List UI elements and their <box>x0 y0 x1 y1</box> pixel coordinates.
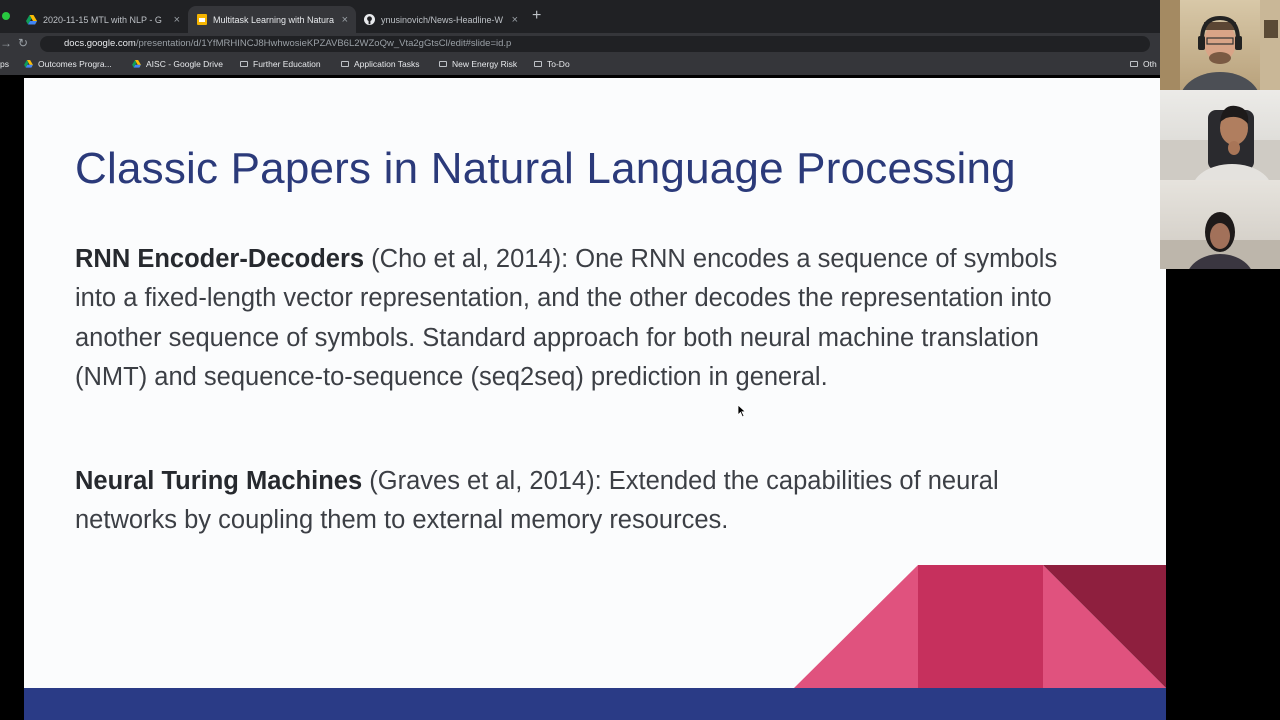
bookmark-label: Outcomes Progra... <box>38 59 112 69</box>
window-zoom-button[interactable] <box>2 12 10 20</box>
tab-mtl-with-nlp[interactable]: 2020-11-15 MTL with NLP - G × <box>18 6 188 33</box>
github-icon <box>364 14 375 25</box>
participant-2-image <box>1160 105 1280 180</box>
folder-icon <box>341 61 349 67</box>
tab-title: 2020-11-15 MTL with NLP - G <box>43 14 162 25</box>
folder-icon <box>534 61 542 67</box>
mouse-cursor-icon <box>738 405 746 417</box>
paragraph-body: (Cho et al, 2014): One RNN encodes a seq… <box>75 245 1058 391</box>
close-tab-icon[interactable]: × <box>511 13 518 26</box>
bookmark-label: Further Education <box>253 59 321 69</box>
bookmark-application-tasks[interactable]: Application Tasks <box>341 59 420 69</box>
bookmark-label: To-Do <box>547 59 570 69</box>
reload-icon[interactable]: ↻ <box>18 36 29 50</box>
bookmark-label: Oth <box>1143 59 1157 69</box>
url-host: docs.google.com <box>64 38 136 49</box>
toolbar: → ↻ docs.google.com/presentation/d/1YfMR… <box>0 33 1160 55</box>
tab-strip: 2020-11-15 MTL with NLP - G × Multitask … <box>0 0 1160 33</box>
slide-bottom-bar <box>24 688 1166 720</box>
drive-icon <box>26 14 37 25</box>
forward-icon[interactable]: → <box>0 36 12 50</box>
bookmark-label: ps <box>0 59 9 69</box>
bookmark-further-education[interactable]: Further Education <box>240 59 321 69</box>
bookmark-outcomes[interactable]: Outcomes Progra... <box>24 59 112 69</box>
tab-github-repo[interactable]: ynusinovich/News-Headline-W × <box>356 6 526 33</box>
paragraph-heading: Neural Turing Machines <box>75 467 363 495</box>
close-tab-icon[interactable]: × <box>341 13 348 26</box>
participant-video-1[interactable] <box>1160 0 1280 90</box>
folder-icon <box>1130 61 1138 67</box>
decorative-shapes <box>794 565 1166 688</box>
presentation-slide: Classic Papers in Natural Language Proce… <box>24 78 1166 720</box>
paragraph-heading: RNN Encoder-Decoders <box>75 245 365 273</box>
bookmark-other[interactable]: Oth <box>1130 59 1157 69</box>
slides-icon <box>196 14 207 25</box>
drive-icon <box>24 60 33 68</box>
tab-title: ynusinovich/News-Headline-W <box>381 14 504 25</box>
paragraph-rnn-encoder-decoders: RNN Encoder-Decoders (Cho et al, 2014): … <box>75 240 1105 397</box>
bookmark-apps[interactable]: ps <box>0 59 9 69</box>
bookmark-label: Application Tasks <box>354 59 420 69</box>
bookmark-label: AISC - Google Drive <box>146 59 223 69</box>
tab-multitask-learning[interactable]: Multitask Learning with Natura × <box>188 6 356 33</box>
drive-icon <box>132 60 141 68</box>
bookmark-to-do[interactable]: To-Do <box>534 59 570 69</box>
bookmarks-bar: ps Outcomes Progra... AISC - Google Driv… <box>0 55 1160 75</box>
folder-icon <box>240 61 248 67</box>
tab-title: Multitask Learning with Natura <box>213 14 335 25</box>
folder-icon <box>439 61 447 67</box>
slide-title: Classic Papers in Natural Language Proce… <box>75 144 1016 193</box>
bookmark-aisc-drive[interactable]: AISC - Google Drive <box>132 59 223 69</box>
close-tab-icon[interactable]: × <box>173 13 180 26</box>
bookmark-new-energy-risk[interactable]: New Energy Risk <box>439 59 517 69</box>
participant-1-image <box>1160 0 1280 90</box>
paragraph-neural-turing-machines: Neural Turing Machines (Graves et al, 20… <box>75 462 1105 541</box>
participant-3-image <box>1160 212 1280 269</box>
url-path: /presentation/d/1YfMRHINCJ8HwhwosieKPZAV… <box>135 38 512 49</box>
paragraph-body: (Graves et al, 2014): Extended the capab… <box>75 467 999 535</box>
participant-video-2[interactable] <box>1160 90 1280 180</box>
plus-icon[interactable]: + <box>532 7 542 24</box>
address-bar[interactable]: docs.google.com/presentation/d/1YfMRHINC… <box>40 36 1150 52</box>
participant-video-3[interactable] <box>1160 180 1280 269</box>
bookmark-label: New Energy Risk <box>452 59 518 69</box>
